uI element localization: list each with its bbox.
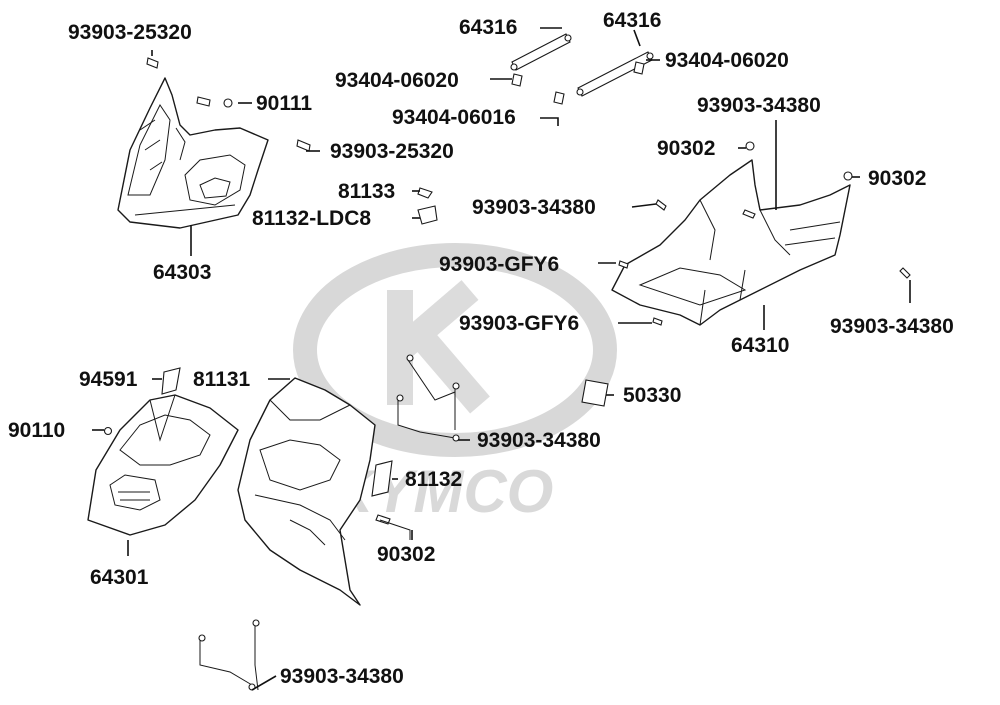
label-64303: 64303: [153, 261, 212, 284]
front-upper-cover-64303: [117, 77, 269, 229]
hardware-items: [103, 57, 911, 525]
label-93903-25320-mid: 93903-25320: [330, 140, 454, 163]
label-93903-34380-right: 93903-34380: [830, 315, 954, 338]
fastener-90302-lower: [379, 519, 411, 540]
label-93404-06020-a: 93404-06020: [335, 69, 459, 92]
label-90302-a: 90302: [657, 137, 716, 160]
label-93903-34380-top: 93903-34380: [697, 94, 821, 117]
label-81131: 81131: [193, 368, 251, 391]
label-81132-ldc8: 81132-LDC8: [252, 207, 372, 230]
label-64316-a: 64316: [459, 16, 518, 39]
label-90110: 90110: [8, 419, 66, 442]
inner-cover-81131: [237, 377, 376, 606]
label-93404-06020-b: 93404-06020: [665, 49, 789, 72]
label-90302-c: 90302: [377, 543, 436, 566]
label-81133: 81133: [338, 180, 396, 203]
label-64310: 64310: [731, 334, 790, 357]
label-93404-06016: 93404-06016: [392, 106, 516, 129]
label-64316-b: 64316: [603, 9, 662, 32]
floor-panel-64310: [611, 159, 851, 326]
label-90111: 90111: [256, 92, 313, 115]
label-94591: 94591: [79, 368, 138, 391]
label-90302-b: 90302: [868, 167, 927, 190]
label-50330: 50330: [623, 384, 682, 407]
label-93903-34380-mid: 93903-34380: [472, 196, 596, 219]
leader-lines: [92, 27, 911, 691]
bar-64316-a: [510, 33, 572, 71]
label-93903-34380-bottom: 93903-34380: [280, 665, 404, 688]
label-93903-gfy6-a: 93903-GFY6: [439, 253, 560, 276]
front-lower-cover-64301: [87, 394, 239, 536]
label-93903-34380-center: 93903-34380: [477, 429, 601, 452]
fastener-group-center: [396, 354, 460, 442]
label-64301: 64301: [90, 566, 149, 589]
label-93903-25320-top: 93903-25320: [68, 21, 192, 44]
label-81132: 81132: [405, 468, 463, 491]
label-93903-gfy6-b: 93903-GFY6: [459, 312, 580, 335]
fastener-group-bottom: [198, 619, 260, 691]
